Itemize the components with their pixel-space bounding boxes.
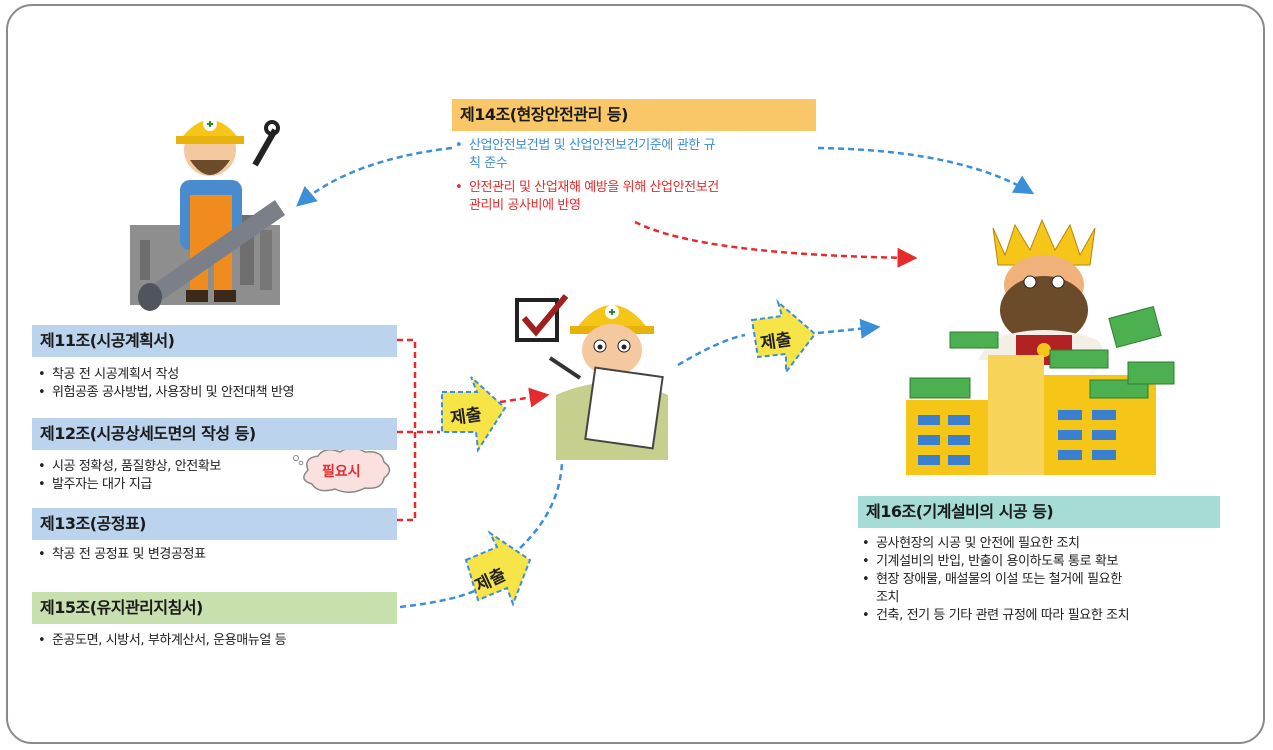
owner-with-money-illustration [906, 218, 1175, 475]
art13-items: •착공 전 공정표 및 변경공정표 [38, 546, 398, 564]
submit-arrow-3 [464, 530, 532, 607]
art11-item-1: •착공 전 시공계획서 작성 [38, 367, 179, 382]
submit-label-2: 제출 [759, 329, 793, 355]
inspector-with-clipboard-illustration [515, 294, 668, 460]
diagram-frame [6, 4, 1265, 744]
art11-items: •착공 전 시공계획서 작성 •위험공종 공사방법, 사용장비 및 안전대책 반… [38, 366, 398, 402]
art12-header: 제12조(시공상세도면의 작성 등) [32, 418, 397, 450]
art11-item-2: •위험공종 공사방법, 사용장비 및 안전대책 반영 [38, 385, 295, 400]
worker-with-pipe-illustration [130, 117, 285, 311]
art12-items: •시공 정확성, 품질향상, 안전확보 •발주자는 대가 지급 [38, 458, 338, 494]
art11-header: 제11조(시공계획서) [32, 325, 397, 357]
art14-header: 제14조(현장안전관리 등) [452, 99, 816, 131]
art13-item-1: •착공 전 공정표 및 변경공정표 [38, 547, 206, 562]
art14-item-1: •산업안전보건법 및 산업안전보건기준에 관한 규 칙 준수 [455, 138, 716, 171]
cloud-label-as-needed: 필요시 [322, 464, 361, 480]
art16-item-3-cont: 조치 [876, 590, 900, 605]
art15-items: •준공도면, 시방서, 부하계산서, 운용매뉴얼 등 [38, 632, 398, 650]
art12-item-2: •발주자는 대가 지급 [38, 477, 152, 492]
submit-label-1: 제출 [449, 404, 483, 430]
art15-header: 제15조(유지관리지침서) [32, 592, 397, 624]
art12-item-1: •시공 정확성, 품질향상, 안전확보 [38, 459, 221, 474]
cloud-shape [303, 447, 391, 493]
art15-item-1: •준공도면, 시방서, 부하계산서, 운용매뉴얼 등 [38, 633, 287, 648]
submit-arrow-2 [750, 299, 817, 375]
art16-header: 제16조(기계설비의 시공 등) [858, 496, 1220, 528]
art16-item-3: •현장 장애물, 매설물의 이설 또는 철거에 필요한 [862, 572, 1122, 587]
art16-item-1: •공사현장의 시공 및 안전에 필요한 조치 [862, 536, 1080, 551]
art16-item-2: •기계설비의 반입, 반출이 용이하도록 통로 확보 [862, 554, 1119, 569]
art13-header: 제13조(공정표) [32, 508, 397, 540]
art16-item-4: •건축, 전기 등 기타 관련 규정에 따라 필요한 조치 [862, 608, 1130, 623]
art14-item-2: •안전관리 및 산업재해 예방을 위해 산업안전보건 관리비 공사비에 반영 [455, 180, 719, 213]
submit-arrow-1 [441, 376, 507, 453]
art16-items: •공사현장의 시공 및 안전에 필요한 조치 •기계설비의 반입, 반출이 용이… [862, 535, 1222, 625]
